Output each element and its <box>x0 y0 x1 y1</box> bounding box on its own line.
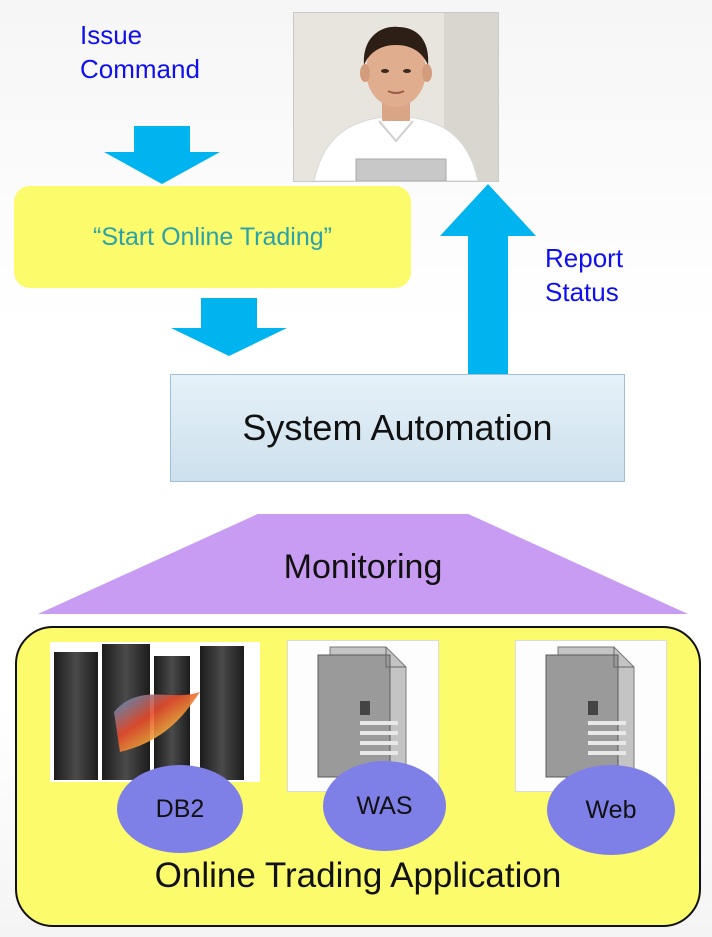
report-status-line2: Status <box>545 277 619 307</box>
mainframe-icon <box>50 642 260 782</box>
arrow-down-issue <box>104 126 220 184</box>
report-status-line1: Report <box>545 243 624 273</box>
operator-illustration <box>294 13 498 182</box>
was-label: WAS <box>356 791 413 820</box>
web-label: Web <box>585 795 637 824</box>
issue-command-label: Issue Command <box>80 18 200 86</box>
arrow-up-report <box>440 184 536 376</box>
operator-photo <box>293 12 499 182</box>
was-node: WAS <box>323 761 446 851</box>
monitoring-label: Monitoring <box>283 548 443 586</box>
system-automation-label: System Automation <box>242 407 553 448</box>
issue-command-line1: Issue <box>80 20 143 50</box>
db2-node: DB2 <box>117 765 243 853</box>
db2-label: DB2 <box>155 794 205 823</box>
application-label: Online Trading Application <box>154 856 562 895</box>
web-node: Web <box>547 765 675 855</box>
issue-command-line2: Command <box>80 54 200 84</box>
system-automation-box: System Automation <box>170 374 625 482</box>
command-box: “Start Online Trading” <box>14 186 411 288</box>
command-text: “Start Online Trading” <box>93 222 332 251</box>
report-status-label: Report Status <box>545 241 623 309</box>
arrow-down-command <box>171 298 287 356</box>
